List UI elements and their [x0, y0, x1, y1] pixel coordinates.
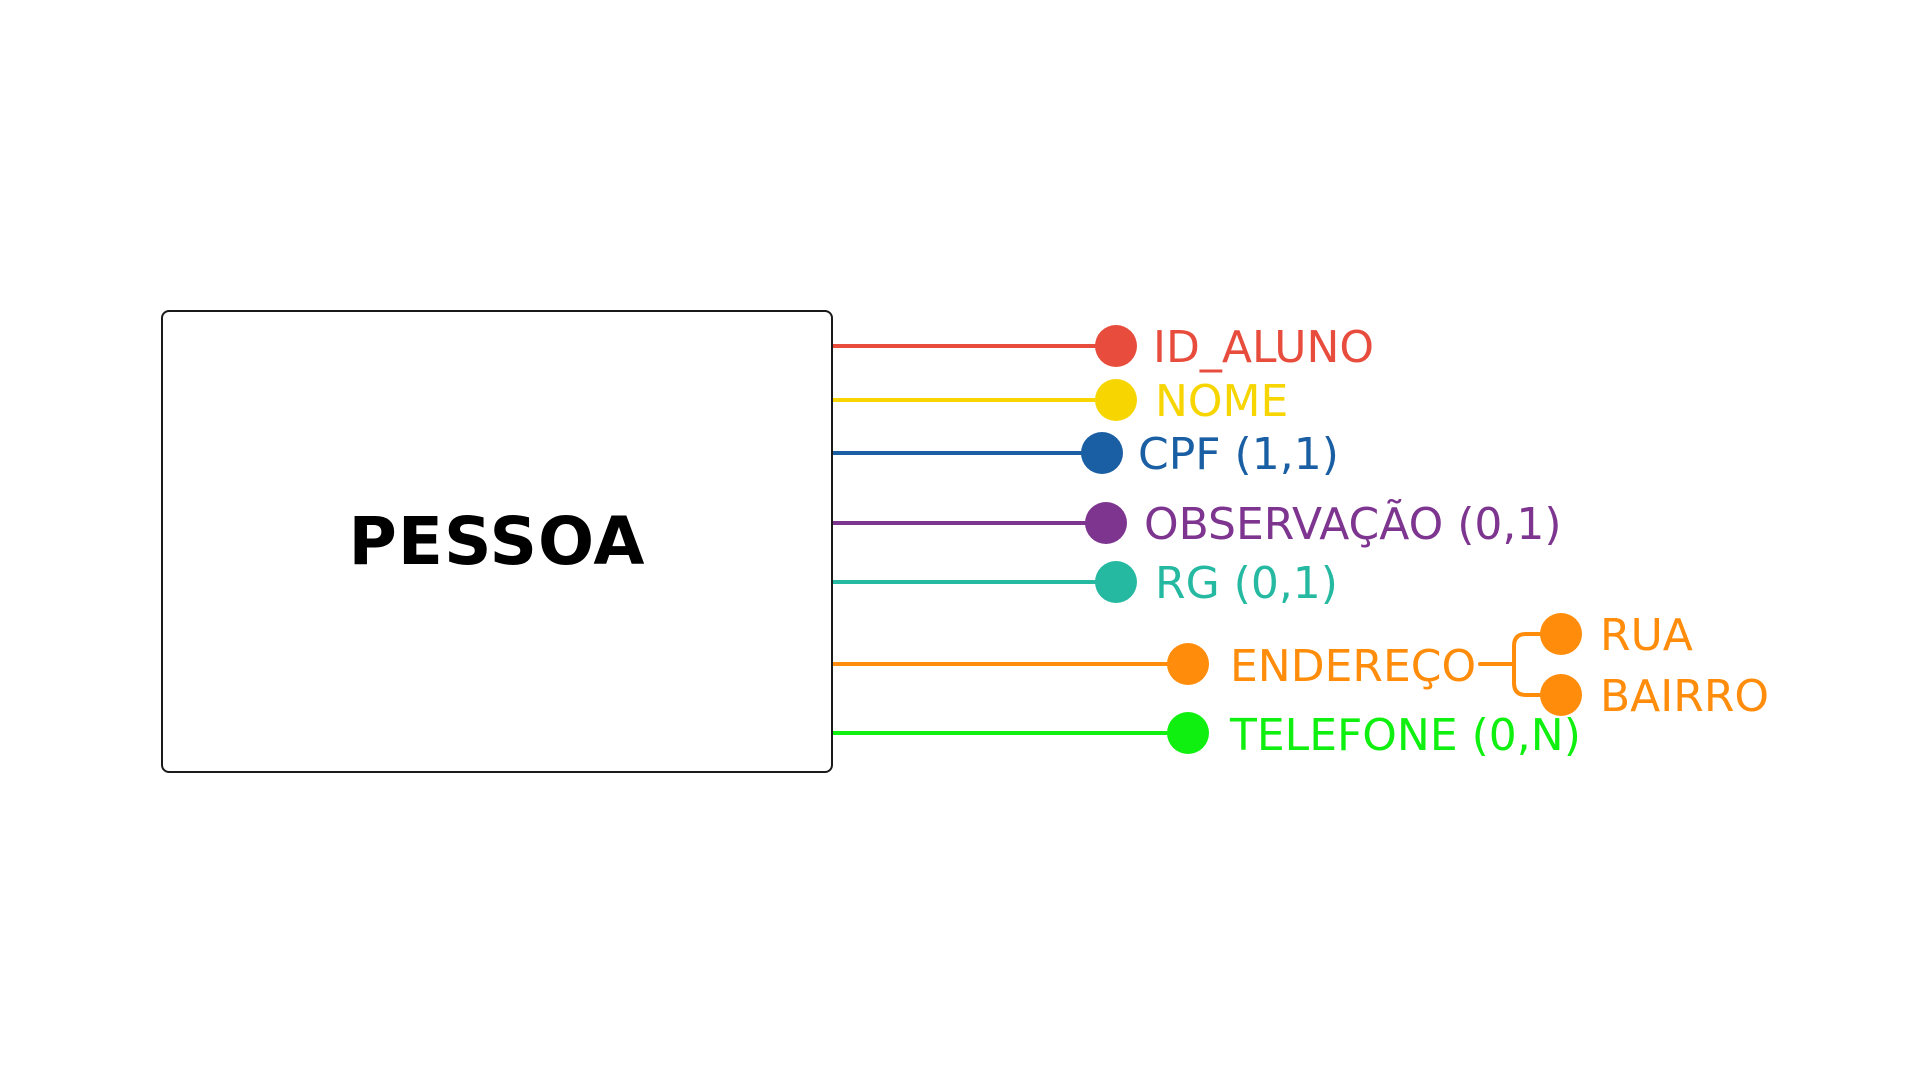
attribute-label: RUA: [1600, 610, 1693, 661]
attribute-label: NOME: [1155, 376, 1288, 427]
attribute-dot: [1085, 502, 1127, 544]
attribute-dot: [1081, 432, 1123, 474]
attribute-dot: [1540, 674, 1582, 716]
sub-attribute-bairro[interactable]: BAIRRO: [1540, 671, 1769, 722]
attribute-label: RG (0,1): [1155, 558, 1338, 609]
attribute-dot: [1095, 561, 1137, 603]
attribute-dot: [1095, 379, 1137, 421]
attribute-telefone[interactable]: TELEFONE (0,N): [833, 710, 1581, 761]
attribute-rg[interactable]: RG (0,1): [833, 558, 1338, 609]
attribute-endereco[interactable]: ENDEREÇO RUA BAIRRO: [833, 610, 1769, 722]
attribute-observacao[interactable]: OBSERVAÇÃO (0,1): [833, 498, 1562, 550]
attribute-id-aluno[interactable]: ID_ALUNO: [833, 322, 1374, 373]
sub-attribute-rua[interactable]: RUA: [1540, 610, 1693, 661]
attribute-cpf[interactable]: CPF (1,1): [833, 429, 1339, 480]
attribute-dot: [1167, 643, 1209, 685]
attribute-label: ENDEREÇO: [1230, 641, 1476, 692]
attribute-dot: [1540, 613, 1582, 655]
composite-bracket: [1478, 632, 1560, 697]
attribute-label: OBSERVAÇÃO (0,1): [1144, 498, 1562, 550]
entity-title: PESSOA: [348, 503, 646, 580]
attribute-label: TELEFONE (0,N): [1229, 710, 1581, 761]
attribute-dot: [1095, 325, 1137, 367]
attribute-nome[interactable]: NOME: [833, 376, 1288, 427]
attribute-label: CPF (1,1): [1138, 429, 1339, 480]
attribute-label: BAIRRO: [1600, 671, 1769, 722]
attribute-label: ID_ALUNO: [1153, 322, 1374, 373]
entity-pessoa-box[interactable]: PESSOA: [161, 310, 833, 773]
attribute-dot: [1167, 712, 1209, 754]
